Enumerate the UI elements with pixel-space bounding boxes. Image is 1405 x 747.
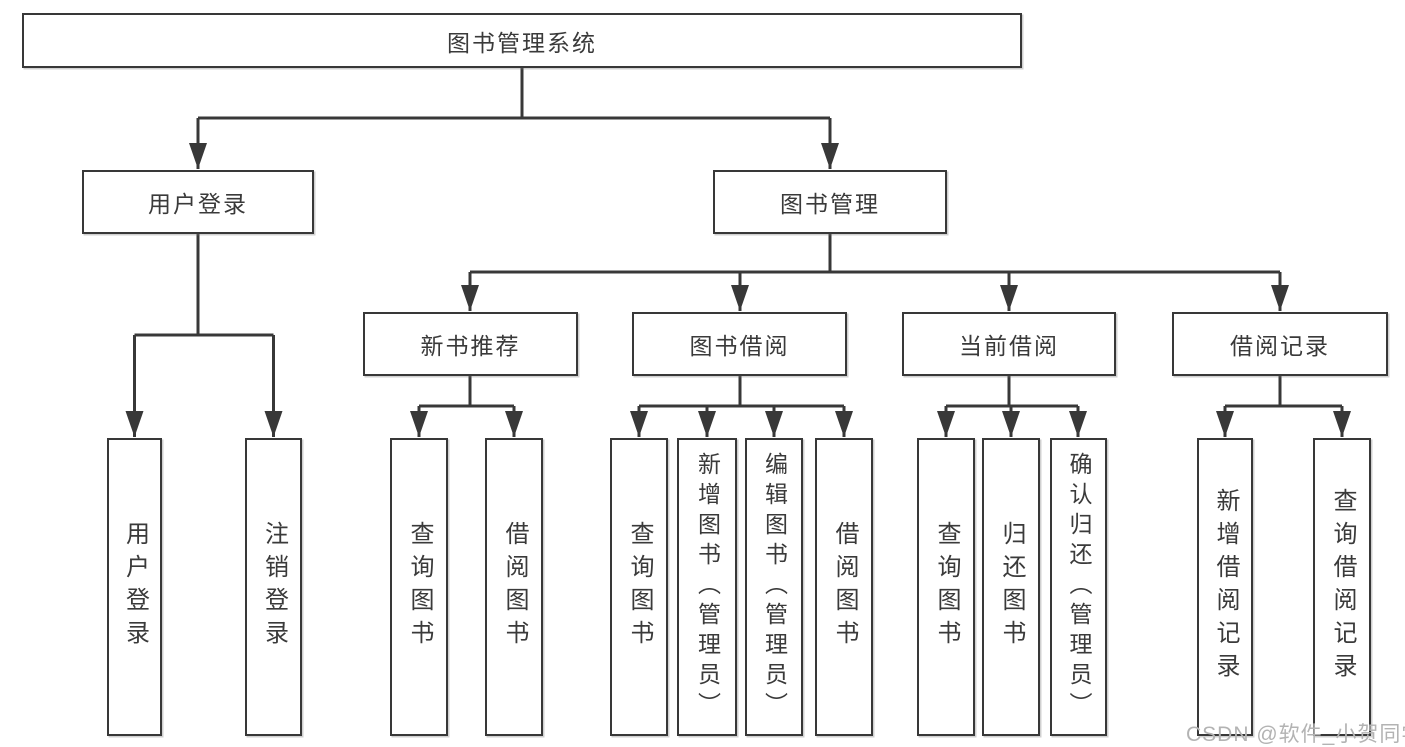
- node-book-management-label: 图书管理: [780, 191, 880, 217]
- leaf-edit-books-admin: 编辑图书（管理员）: [745, 438, 803, 736]
- leaf-add-books-admin: 新增图书（管理员）: [677, 438, 737, 736]
- connector-borrow-records-children: [1216, 376, 1351, 437]
- leaf-query-books-borrow-label: 查询图书: [626, 521, 653, 653]
- node-root-system: 图书管理系统: [22, 13, 1022, 68]
- leaf-add-borrow-record-label: 新增借阅记录: [1212, 488, 1239, 686]
- connector-new-book-children: [410, 376, 523, 437]
- leaf-return-books: 归还图书: [982, 438, 1040, 736]
- leaf-return-books-label: 归还图书: [998, 521, 1025, 653]
- leaf-add-books-admin-label: 新增图书（管理员）: [694, 452, 721, 722]
- connector-user-login-children: [125, 234, 283, 437]
- leaf-borrow-books-recommend-label: 借阅图书: [501, 521, 528, 653]
- leaf-query-books-current-label: 查询图书: [933, 521, 960, 653]
- leaf-edit-books-admin-label: 编辑图书（管理员）: [761, 452, 788, 722]
- leaf-confirm-return-admin-label: 确认归还（管理员）: [1066, 452, 1092, 722]
- node-borrow-records: 借阅记录: [1172, 312, 1388, 376]
- node-current-borrow-label: 当前借阅: [959, 333, 1059, 359]
- leaf-logout-label: 注销登录: [260, 521, 288, 653]
- node-user-login-label: 用户登录: [148, 191, 248, 217]
- node-root-system-label: 图书管理系统: [447, 29, 597, 56]
- leaf-query-books-recommend: 查询图书: [390, 438, 448, 736]
- node-borrow-records-label: 借阅记录: [1230, 333, 1330, 359]
- connector-book-borrow-children: [630, 376, 853, 437]
- node-new-book-recommend-label: 新书推荐: [420, 333, 521, 359]
- connector-root-to-level2: [189, 68, 839, 169]
- leaf-user-login-label: 用户登录: [121, 521, 149, 653]
- connector-book-management-children: [461, 234, 1289, 311]
- leaf-query-borrow-record: 查询借阅记录: [1313, 438, 1371, 736]
- leaf-borrow-books-recommend: 借阅图书: [485, 438, 543, 736]
- csdn-watermark: CSDN @软件_小贺同学: [1186, 723, 1405, 746]
- leaf-query-borrow-record-label: 查询借阅记录: [1329, 488, 1356, 686]
- leaf-user-login: 用户登录: [107, 438, 162, 736]
- connector-current-borrow-children: [937, 376, 1087, 437]
- leaf-query-books-borrow: 查询图书: [610, 438, 668, 736]
- node-book-borrow: 图书借阅: [632, 312, 847, 376]
- leaf-query-books-current: 查询图书: [917, 438, 975, 736]
- leaf-logout: 注销登录: [245, 438, 302, 736]
- node-book-borrow-label: 图书借阅: [689, 333, 790, 359]
- leaf-borrow-books-label: 借阅图书: [831, 521, 858, 653]
- leaf-query-books-recommend-label: 查询图书: [406, 521, 433, 653]
- node-new-book-recommend: 新书推荐: [363, 312, 578, 376]
- node-current-borrow: 当前借阅: [902, 312, 1116, 376]
- leaf-confirm-return-admin: 确认归还（管理员）: [1050, 438, 1107, 736]
- leaf-borrow-books: 借阅图书: [815, 438, 873, 736]
- node-book-management: 图书管理: [713, 170, 947, 234]
- node-user-login: 用户登录: [82, 170, 314, 234]
- leaf-add-borrow-record: 新增借阅记录: [1197, 438, 1253, 736]
